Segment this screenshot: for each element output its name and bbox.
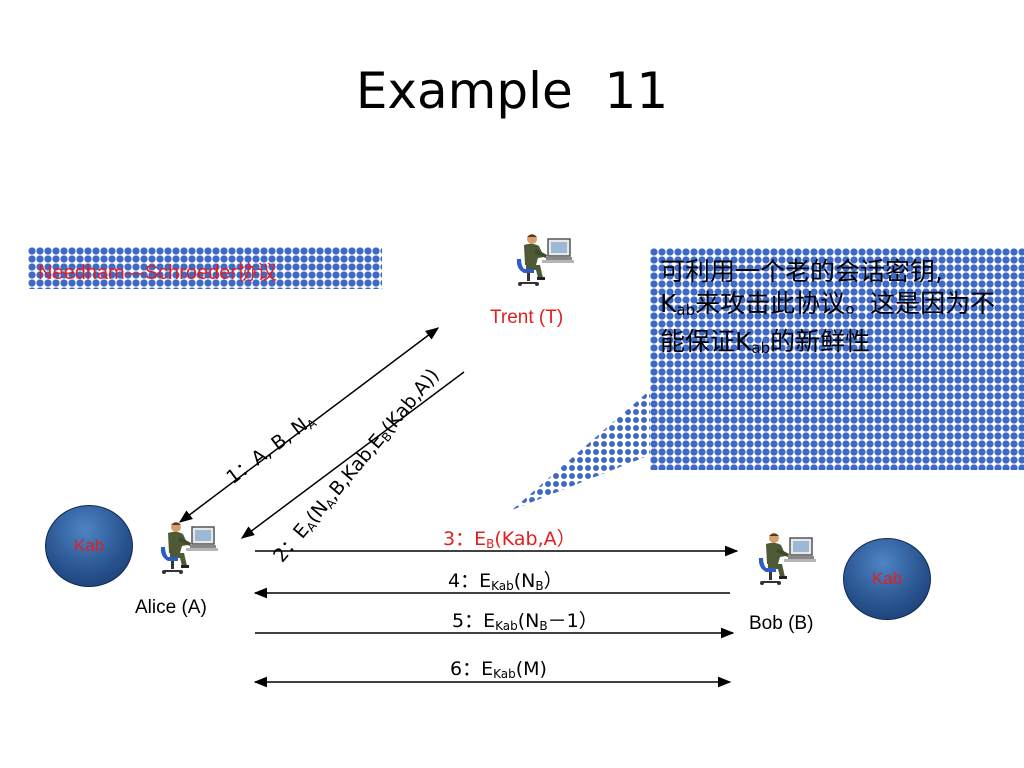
message-label-5: 5：EKab(NB－1） <box>452 610 598 633</box>
message-label-3: 3：EB(Kab,A） <box>443 528 576 551</box>
page-title: Example 11 <box>355 62 669 120</box>
actor-label-bob: Bob (B) <box>749 613 814 634</box>
actor-label-trent: Trent (T) <box>490 307 564 328</box>
message-label-4: 4：EKab(NB） <box>448 570 563 593</box>
protocol-label-box: Needham—Schroeder协议 <box>28 247 382 289</box>
actor-label-alice: Alice (A) <box>135 597 207 618</box>
note-text: 可利用一个老的会话密钥,Kab来攻击此协议。这是因为不能保证Kab的新鲜性 <box>660 257 996 357</box>
key-bubble-bob: Kab <box>843 538 931 620</box>
person-at-computer-icon <box>159 521 219 575</box>
protocol-label: Needham—Schroeder协议 <box>38 262 277 284</box>
person-at-computer-icon <box>515 233 575 287</box>
key-bubble-alice: Kab <box>45 505 133 587</box>
arrow-msg2 <box>240 371 465 539</box>
person-at-computer-icon <box>757 532 817 586</box>
note-callout-box <box>650 248 1024 470</box>
message-label-6: 6：EKab(M) <box>450 658 547 681</box>
arrow-msg1 <box>178 327 440 523</box>
